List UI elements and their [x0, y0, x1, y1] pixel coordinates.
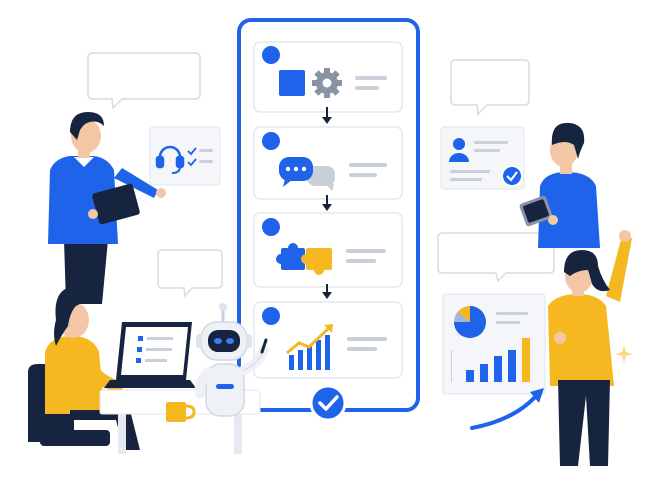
workflow-panel: [237, 18, 420, 422]
process-step-2: [253, 126, 403, 200]
placeholder-line: [349, 163, 387, 167]
process-step-3: [253, 212, 403, 288]
coffee-mug-icon: [166, 402, 196, 422]
analytics-card: [442, 293, 546, 395]
checklist-icon: [136, 336, 173, 363]
person-woman-at-laptop: [28, 286, 261, 454]
check-mark: [187, 147, 197, 156]
step-marker-dot: [262, 307, 280, 325]
puzzle-icon: [276, 243, 332, 275]
step-marker-dot: [262, 132, 280, 150]
placeholder-line: [349, 173, 377, 177]
laptop: [104, 322, 196, 388]
step-marker-dot: [262, 46, 280, 64]
growth-arrow-icon: [470, 388, 544, 430]
headset-icon: [155, 145, 185, 174]
speech-bubble: [157, 249, 223, 298]
square-icon: [279, 70, 305, 96]
process-step-4: [253, 301, 403, 379]
placeholder-line: [346, 259, 376, 263]
person-woman-celebrating: [548, 230, 632, 466]
process-step-1: [253, 41, 403, 113]
user-icon: [449, 138, 469, 162]
speech-bubble: [87, 52, 201, 110]
checkmark-icon: [309, 384, 347, 422]
person-man-reading-tablet: [519, 122, 600, 248]
robot-assistant: [194, 303, 269, 417]
person-man-with-tablet: [48, 112, 166, 304]
speech-bubble: [450, 59, 530, 116]
check-mark: [187, 158, 197, 167]
step-arrow: [322, 195, 332, 211]
verified-check-icon: [501, 165, 523, 187]
placeholder-line: [355, 86, 379, 90]
placeholder-line: [355, 76, 387, 80]
placeholder-line: [347, 337, 387, 341]
step-arrow: [322, 284, 332, 299]
sparkle-icon: [615, 345, 633, 363]
placeholder-line: [347, 347, 377, 351]
chart-growth-icon: [286, 324, 333, 370]
gear-icon: [312, 68, 342, 98]
pie-chart-icon: [454, 306, 486, 338]
speech-bubble: [437, 232, 555, 283]
placeholder-line: [346, 249, 386, 253]
support-card: [149, 126, 221, 186]
step-arrow: [322, 107, 332, 124]
chat-bubbles-icon: [279, 157, 335, 191]
step-marker-dot: [262, 218, 280, 236]
bar-chart-icon: [466, 338, 530, 382]
profile-card: [440, 126, 525, 190]
